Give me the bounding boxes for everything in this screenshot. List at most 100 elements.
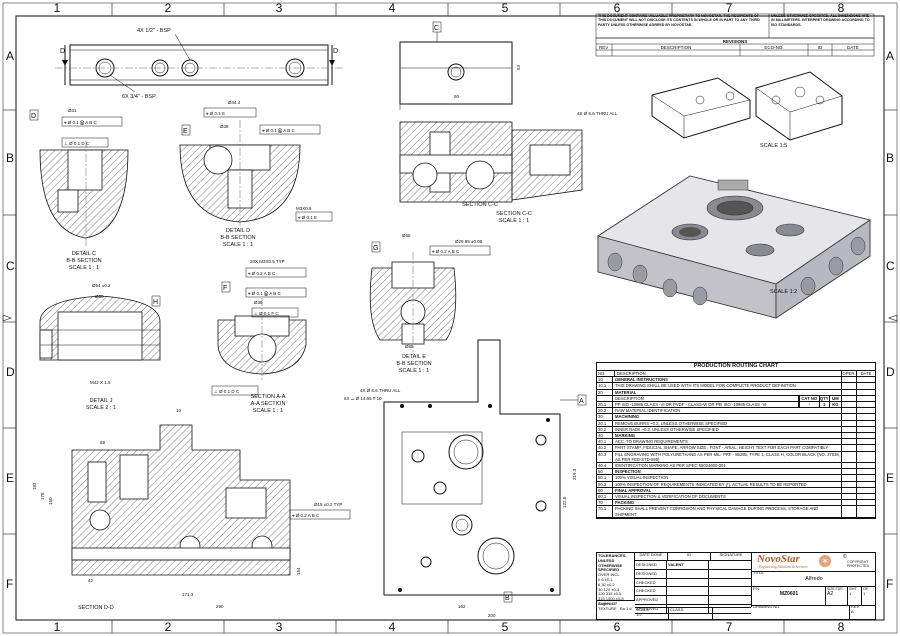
svg-text:SCALE 1:5: SCALE 1:5: [760, 143, 787, 149]
svg-text:G: G: [373, 245, 378, 252]
svg-text:M42 X 1.5: M42 X 1.5: [90, 380, 111, 385]
title-block: TOLERANCES, UNLESS OTHERWISE SPECIFIED O…: [596, 552, 876, 620]
svg-text:Ø15 ±0.2 TYP: Ø15 ±0.2 TYP: [314, 502, 342, 507]
company-name: NovoStar: [757, 553, 800, 565]
role-row: CHECKED: [635, 587, 751, 597]
drawing-no-row: DRAWING NO. REV A: [751, 604, 875, 619]
section-a-a-view: F ⌖ Ø 0.2 A B C ⌖ Ø 0.1 Ⓜ A B C ⊥ Ø 0.1 …: [211, 259, 307, 414]
svg-text:10: 10: [176, 408, 182, 413]
svg-text:68: 68: [100, 440, 106, 445]
svg-text:1: 1: [54, 1, 61, 15]
svg-text:SECTION D-D: SECTION D-D: [78, 605, 114, 611]
svg-text:A: A: [6, 49, 14, 63]
svg-text:E: E: [886, 471, 894, 485]
svg-text:⌖ Ø 0.2 A B C: ⌖ Ø 0.2 A B C: [248, 271, 276, 276]
zone-row-labels-left: A B C D E F: [6, 49, 15, 591]
svg-text:290: 290: [216, 604, 224, 609]
tolerance-box: TOLERANCES, UNLESS OTHERWISE SPECIFIED O…: [597, 553, 635, 606]
company-logo: NovoStar Engineering Solutions & Service…: [751, 553, 875, 572]
routing-header: NO. DESCRIPTION OPER. DATE: [597, 371, 875, 378]
svg-text:Ø35: Ø35: [254, 300, 263, 305]
front-callout-bsp-half: 4X 1/2" - BSP: [137, 28, 171, 34]
role-row: DESIGNED: [635, 569, 751, 579]
routing-title: PRODUCTION ROUTING CHART: [597, 363, 875, 371]
detail-j-view: Ø54 ±0.2 Ø50 M42 X 1.5 H DETAIL J SCALE …: [39, 283, 161, 411]
svg-text:C: C: [434, 25, 439, 32]
svg-text:⌖ Ø 0.1 E: ⌖ Ø 0.1 E: [206, 111, 225, 116]
svg-text:DETAIL E: DETAIL E: [402, 354, 426, 360]
svg-text:D: D: [333, 48, 338, 55]
svg-text:B-B SECTION: B-B SECTION: [220, 235, 255, 241]
fcf-position-abc: ⌖ Ø 0.1 Ⓜ A B C: [64, 120, 98, 125]
svg-text:319.3: 319.3: [572, 468, 577, 480]
surface-texture-box: SURFACE TEXTURE Ra 1.6: [598, 601, 632, 611]
svg-text:53: 53: [516, 64, 521, 70]
svg-text:⌖ Ø 0.2 A B C: ⌖ Ø 0.2 A B C: [432, 249, 460, 254]
svg-text:B-B SECTION: B-B SECTION: [396, 361, 431, 367]
svg-text:⊥ Ø 0.1 D C: ⊥ Ø 0.1 D C: [64, 141, 90, 146]
svg-text:122.5: 122.5: [562, 496, 567, 508]
svg-text:6X ⌴ Ø 14.55 ⊽ 10: 6X ⌴ Ø 14.55 ⊽ 10: [344, 396, 382, 401]
pn-row: P.N. MZ0601 SIZE EDR A2 SHT 1 OF 1: [751, 586, 875, 606]
svg-text:20X M3X0.5 TYP: 20X M3X0.5 TYP: [250, 259, 285, 264]
svg-text:F: F: [886, 577, 893, 591]
svg-text:2: 2: [165, 620, 172, 634]
novostar-star-icon: ✶: [819, 555, 831, 567]
svg-text:SCALE 2 : 1: SCALE 2 : 1: [86, 405, 116, 411]
svg-text:3: 3: [276, 620, 283, 634]
svg-text:5: 5: [502, 1, 509, 15]
top-view: C 53 90: [399, 21, 521, 110]
scale-class-row: SCALE 1:2 CLASS.: [635, 607, 751, 620]
zone-ticks: [3, 3, 897, 633]
svg-text:⌖ Ø 0.1 Ⓜ A B C: ⌖ Ø 0.1 Ⓜ A B C: [248, 291, 282, 296]
front-view: D D 4X 1/2" - BSP 6X 3/4" - BSP: [55, 28, 345, 100]
svg-text:4: 4: [389, 1, 396, 15]
svg-text:42: 42: [88, 578, 94, 583]
svg-text:A-A SECTION: A-A SECTION: [251, 401, 286, 407]
title-cell: TITLE Alfredo: [751, 570, 875, 587]
roughness-symbol: Ra 1.6: [619, 605, 632, 611]
svg-text:162: 162: [458, 604, 466, 609]
svg-text:8: 8: [838, 620, 845, 634]
svg-text:4X Ø 6.6 THRU ALL: 4X Ø 6.6 THRU ALL: [360, 388, 401, 393]
iso-view-small: SCALE 1:5: [651, 71, 843, 149]
company-subtitle: Engineering Solutions & Services: [759, 565, 808, 569]
svg-text:⊥ Ø 0.1 F C: ⊥ Ø 0.1 F C: [254, 311, 279, 316]
svg-text:4: 4: [389, 620, 396, 634]
svg-text:200: 200: [488, 613, 496, 618]
front-callout-bsp-three-quarter: 6X 3/4" - BSP: [122, 94, 156, 100]
revisions-table: REVISIONS REV DESCRIPTION ECO-NO. ID DAT…: [595, 37, 875, 57]
detail-e-view: G ⌖ Ø 0.2 A B C Ø55 Ø29.95 ±0.05 Ø55 DET…: [369, 233, 491, 374]
svg-text:6: 6: [614, 620, 621, 634]
svg-text:⊥ Ø 0.1 D C: ⊥ Ø 0.1 D C: [214, 389, 240, 394]
svg-text:1: 1: [54, 620, 61, 634]
zone-column-labels-bottom: 1 2 3 4 5 6 7 8: [54, 620, 845, 634]
zone-row-labels-right: A B C D E F: [886, 49, 895, 591]
svg-text:B: B: [505, 595, 510, 602]
notice-block: THIS DOCUMENT CONTAINS VALUABLE PROPRIET…: [595, 13, 875, 39]
routing-chart: PRODUCTION ROUTING CHART NO. DESCRIPTION…: [596, 362, 876, 519]
svg-text:C: C: [6, 259, 15, 273]
svg-text:Ø55: Ø55: [402, 233, 411, 238]
svg-text:5: 5: [502, 620, 509, 634]
svg-text:SECTION C-C: SECTION C-C: [496, 211, 532, 217]
svg-text:DATE: DATE: [847, 45, 859, 50]
svg-text:SCALE 1 : 1: SCALE 1 : 1: [69, 265, 99, 271]
svg-text:DESCRIPTION: DESCRIPTION: [661, 45, 692, 50]
svg-text:6: 6: [614, 1, 621, 15]
svg-text:M3X0.5: M3X0.5: [296, 206, 312, 211]
svg-text:DETAIL J: DETAIL J: [90, 398, 113, 404]
